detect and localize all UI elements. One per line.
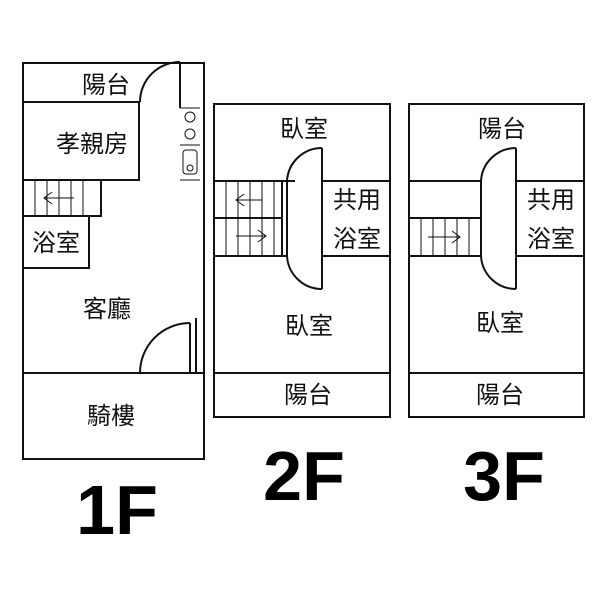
floor-3-shared-bath-wall xyxy=(515,180,585,257)
floor-3-outline xyxy=(408,103,585,418)
floor-1-parents-room-label: 孝親房 xyxy=(56,130,128,158)
floor-1-caption: 1F xyxy=(76,471,158,549)
floor-3-caption: 3F xyxy=(463,437,545,515)
floor-2-center-door xyxy=(286,146,323,291)
floor-2-stair-arrow-down xyxy=(236,229,267,243)
floor-3-plan xyxy=(408,103,585,418)
floor-2-plan xyxy=(213,103,391,418)
floor-3-balcony-top-label: 陽台 xyxy=(478,115,526,143)
floor-3-shared-bath-label-1: 共用 xyxy=(527,186,575,214)
floor-1-kitchen-strip xyxy=(180,107,200,181)
floor-1-stair-arrow xyxy=(43,191,74,205)
floor-3-bedroom-main-label: 臥室 xyxy=(476,309,524,337)
floor-1-balcony-label: 陽台 xyxy=(82,71,130,99)
floor-1-bathroom-wall xyxy=(22,215,90,269)
floor-3-balcony-bottom-label: 陽台 xyxy=(476,381,524,409)
floor-2-caption: 2F xyxy=(263,437,345,515)
floor-1-outline xyxy=(22,62,205,460)
floor-1-bathroom-label: 浴室 xyxy=(32,229,80,257)
floor-3-stair-arrow xyxy=(428,230,461,244)
floor-2-bedroom-main-label: 臥室 xyxy=(285,312,333,340)
floor-2-stair-arrow-up xyxy=(235,193,262,207)
floor-2-shared-bath-label-1: 共用 xyxy=(333,186,381,214)
floor-2-outline xyxy=(213,103,391,418)
floor-3-center-door xyxy=(480,146,517,291)
floor-1-arcade-label: 騎樓 xyxy=(87,402,135,430)
floor-2-shared-bath-wall xyxy=(321,180,391,257)
floor-1-balcony-door xyxy=(139,61,181,103)
floor-3-shared-bath-label-2: 浴室 xyxy=(527,225,575,253)
floor-1-living-room-label: 客廳 xyxy=(83,295,131,323)
floor-2-stair-treads xyxy=(225,181,275,256)
floor-2-balcony-label: 陽台 xyxy=(284,381,332,409)
floor-1-living-door xyxy=(139,322,191,374)
floor-2-shared-bath-label-2: 浴室 xyxy=(333,225,381,253)
floor-2-bedroom-top-label: 臥室 xyxy=(280,115,328,143)
floor-1-plan xyxy=(22,61,205,460)
